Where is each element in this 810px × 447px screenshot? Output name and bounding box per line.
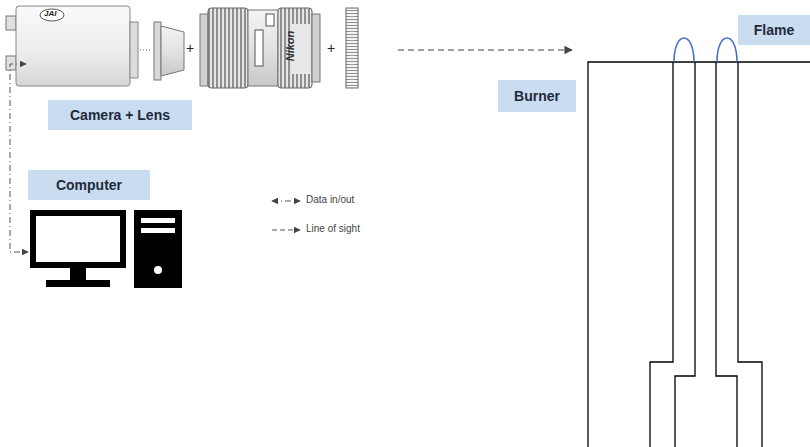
data-line — [10, 64, 28, 252]
lens-adapter — [154, 22, 184, 80]
label-box: Flame — [738, 15, 810, 45]
plus-sign: + — [186, 40, 194, 56]
camera-body — [6, 6, 152, 86]
node-label: Burner — [514, 88, 560, 104]
node-label: Flame — [754, 22, 794, 38]
plus-sign: + — [327, 40, 335, 56]
legend-text: Data in/out — [306, 194, 354, 205]
label-box: Camera + Lens — [48, 100, 192, 130]
label-box: Burner — [498, 80, 576, 112]
node-label: Camera + Lens — [70, 107, 170, 123]
brand-logo: Nikon — [284, 31, 296, 62]
brand-logo: JAI — [44, 9, 56, 18]
burner-outline — [588, 62, 810, 447]
legend-sample-data — [272, 201, 300, 202]
label-box: Computer — [28, 170, 150, 200]
filter — [346, 8, 358, 88]
legend-text: Line of sight — [306, 223, 360, 234]
nikon-lens — [200, 8, 320, 88]
legend-sample-sight — [272, 230, 300, 231]
flame — [674, 38, 737, 62]
line-of-sight — [398, 49, 572, 50]
computer-icon — [33, 210, 182, 288]
node-label: Computer — [56, 177, 122, 193]
